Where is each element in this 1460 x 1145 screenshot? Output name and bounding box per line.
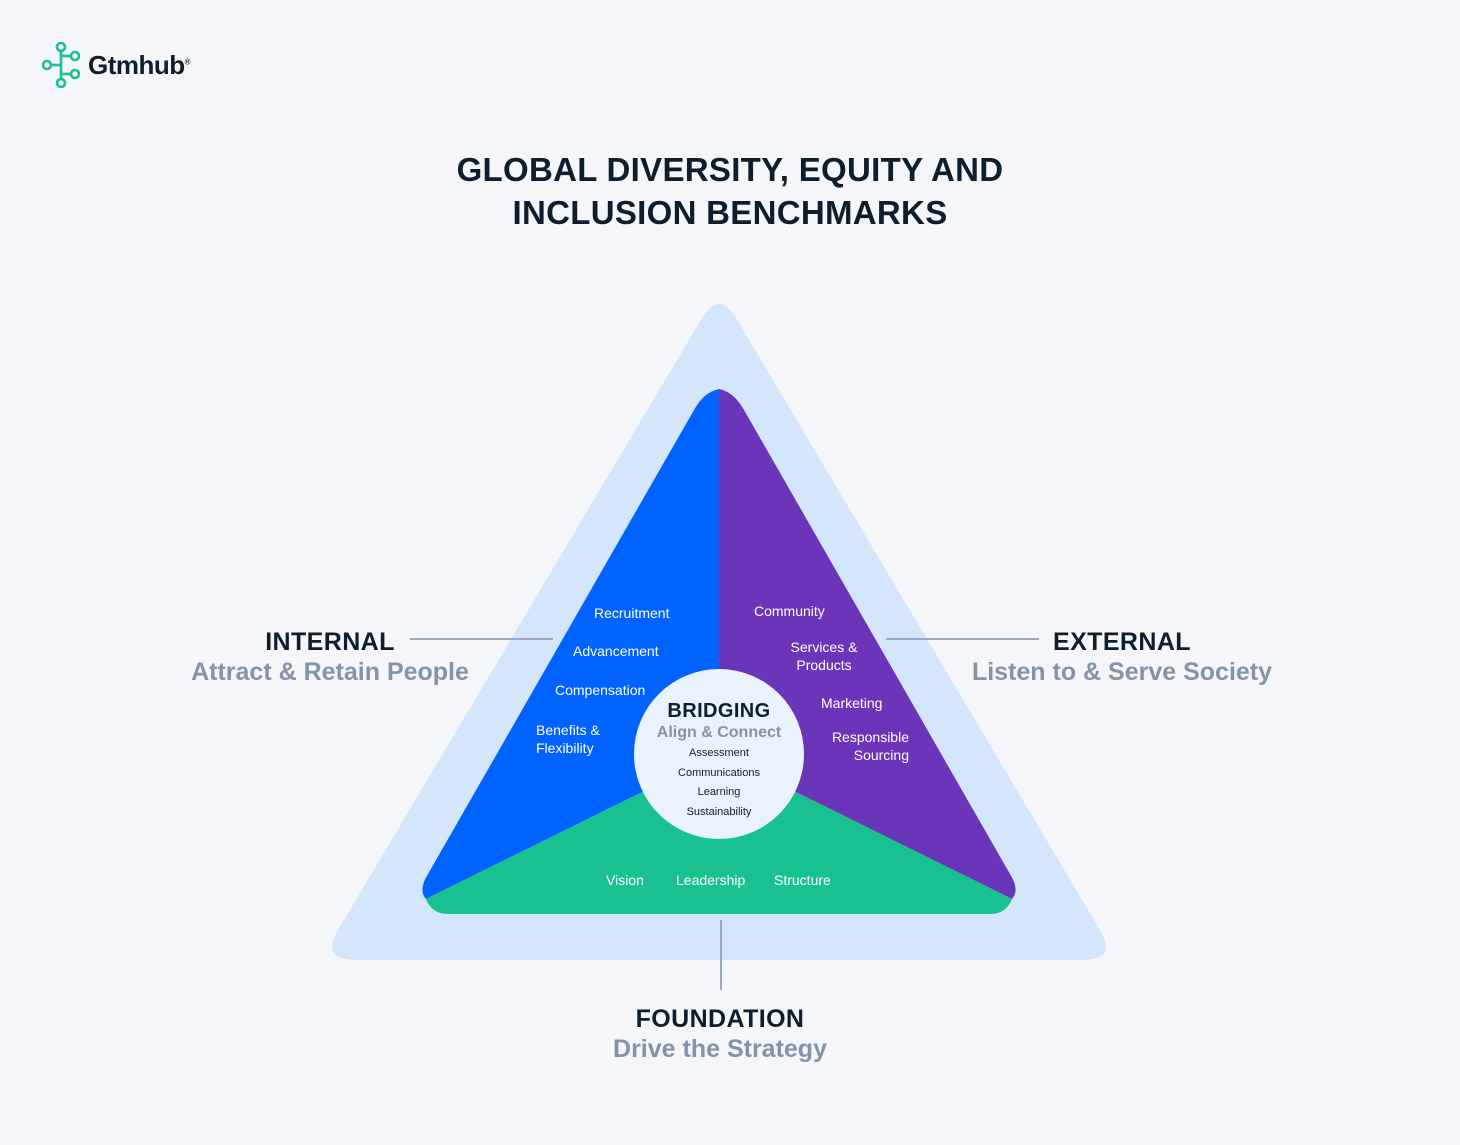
internal-item-recruitment: Recruitment <box>594 605 670 621</box>
foundation-subheading: Drive the Strategy <box>613 1035 827 1063</box>
bridging-item-learning: Learning <box>697 786 741 798</box>
external-item-marketing: Marketing <box>821 695 883 711</box>
internal-item-benefits: Benefits & Flexibility <box>536 722 600 756</box>
internal-label: INTERNAL Attract & Retain People <box>170 628 490 687</box>
internal-item-compensation: Compensation <box>555 682 646 698</box>
title-line-2: INCLUSION BENCHMARKS <box>512 194 948 231</box>
bridging-item-communications: Communications <box>678 766 760 779</box>
title-line-1: GLOBAL DIVERSITY, EQUITY AND <box>456 151 1004 188</box>
foundation-label: FOUNDATION Drive the Strategy <box>560 1005 880 1064</box>
internal-heading: INTERNAL <box>265 628 395 656</box>
internal-item-advancement: Advancement <box>573 643 659 659</box>
gtmhub-logo: Gtmhub® <box>42 42 191 88</box>
external-item-community: Community <box>754 603 825 619</box>
bridging-item-sustainability: Sustainability <box>686 805 752 818</box>
bridging-heading: BRIDGING <box>667 700 771 722</box>
foundation-heading: FOUNDATION <box>635 1005 805 1033</box>
bridging-item-assessment: Assessment <box>689 747 749 759</box>
external-subheading: Listen to & Serve Society <box>971 658 1273 686</box>
internal-subheading: Attract & Retain People <box>191 658 469 686</box>
external-item-responsible-sourcing: Responsible Sourcing <box>831 729 909 763</box>
brand-name: Gtmhub® <box>88 49 191 80</box>
external-heading: EXTERNAL <box>1053 628 1191 656</box>
bridging-subheading: Align & Connect <box>656 724 782 741</box>
foundation-item-leadership: Leadership <box>676 872 746 888</box>
external-item-services-products: Services & Products <box>790 639 858 673</box>
foundation-item-vision: Vision <box>606 872 644 888</box>
page-title: GLOBAL DIVERSITY, EQUITY AND INCLUSION B… <box>0 148 1460 234</box>
external-label: EXTERNAL Listen to & Serve Society <box>952 628 1292 687</box>
gtmhub-network-icon <box>42 42 80 88</box>
bridging-hub: BRIDGING Align & Connect Assessment Comm… <box>634 669 804 839</box>
foundation-item-structure: Structure <box>774 872 831 888</box>
